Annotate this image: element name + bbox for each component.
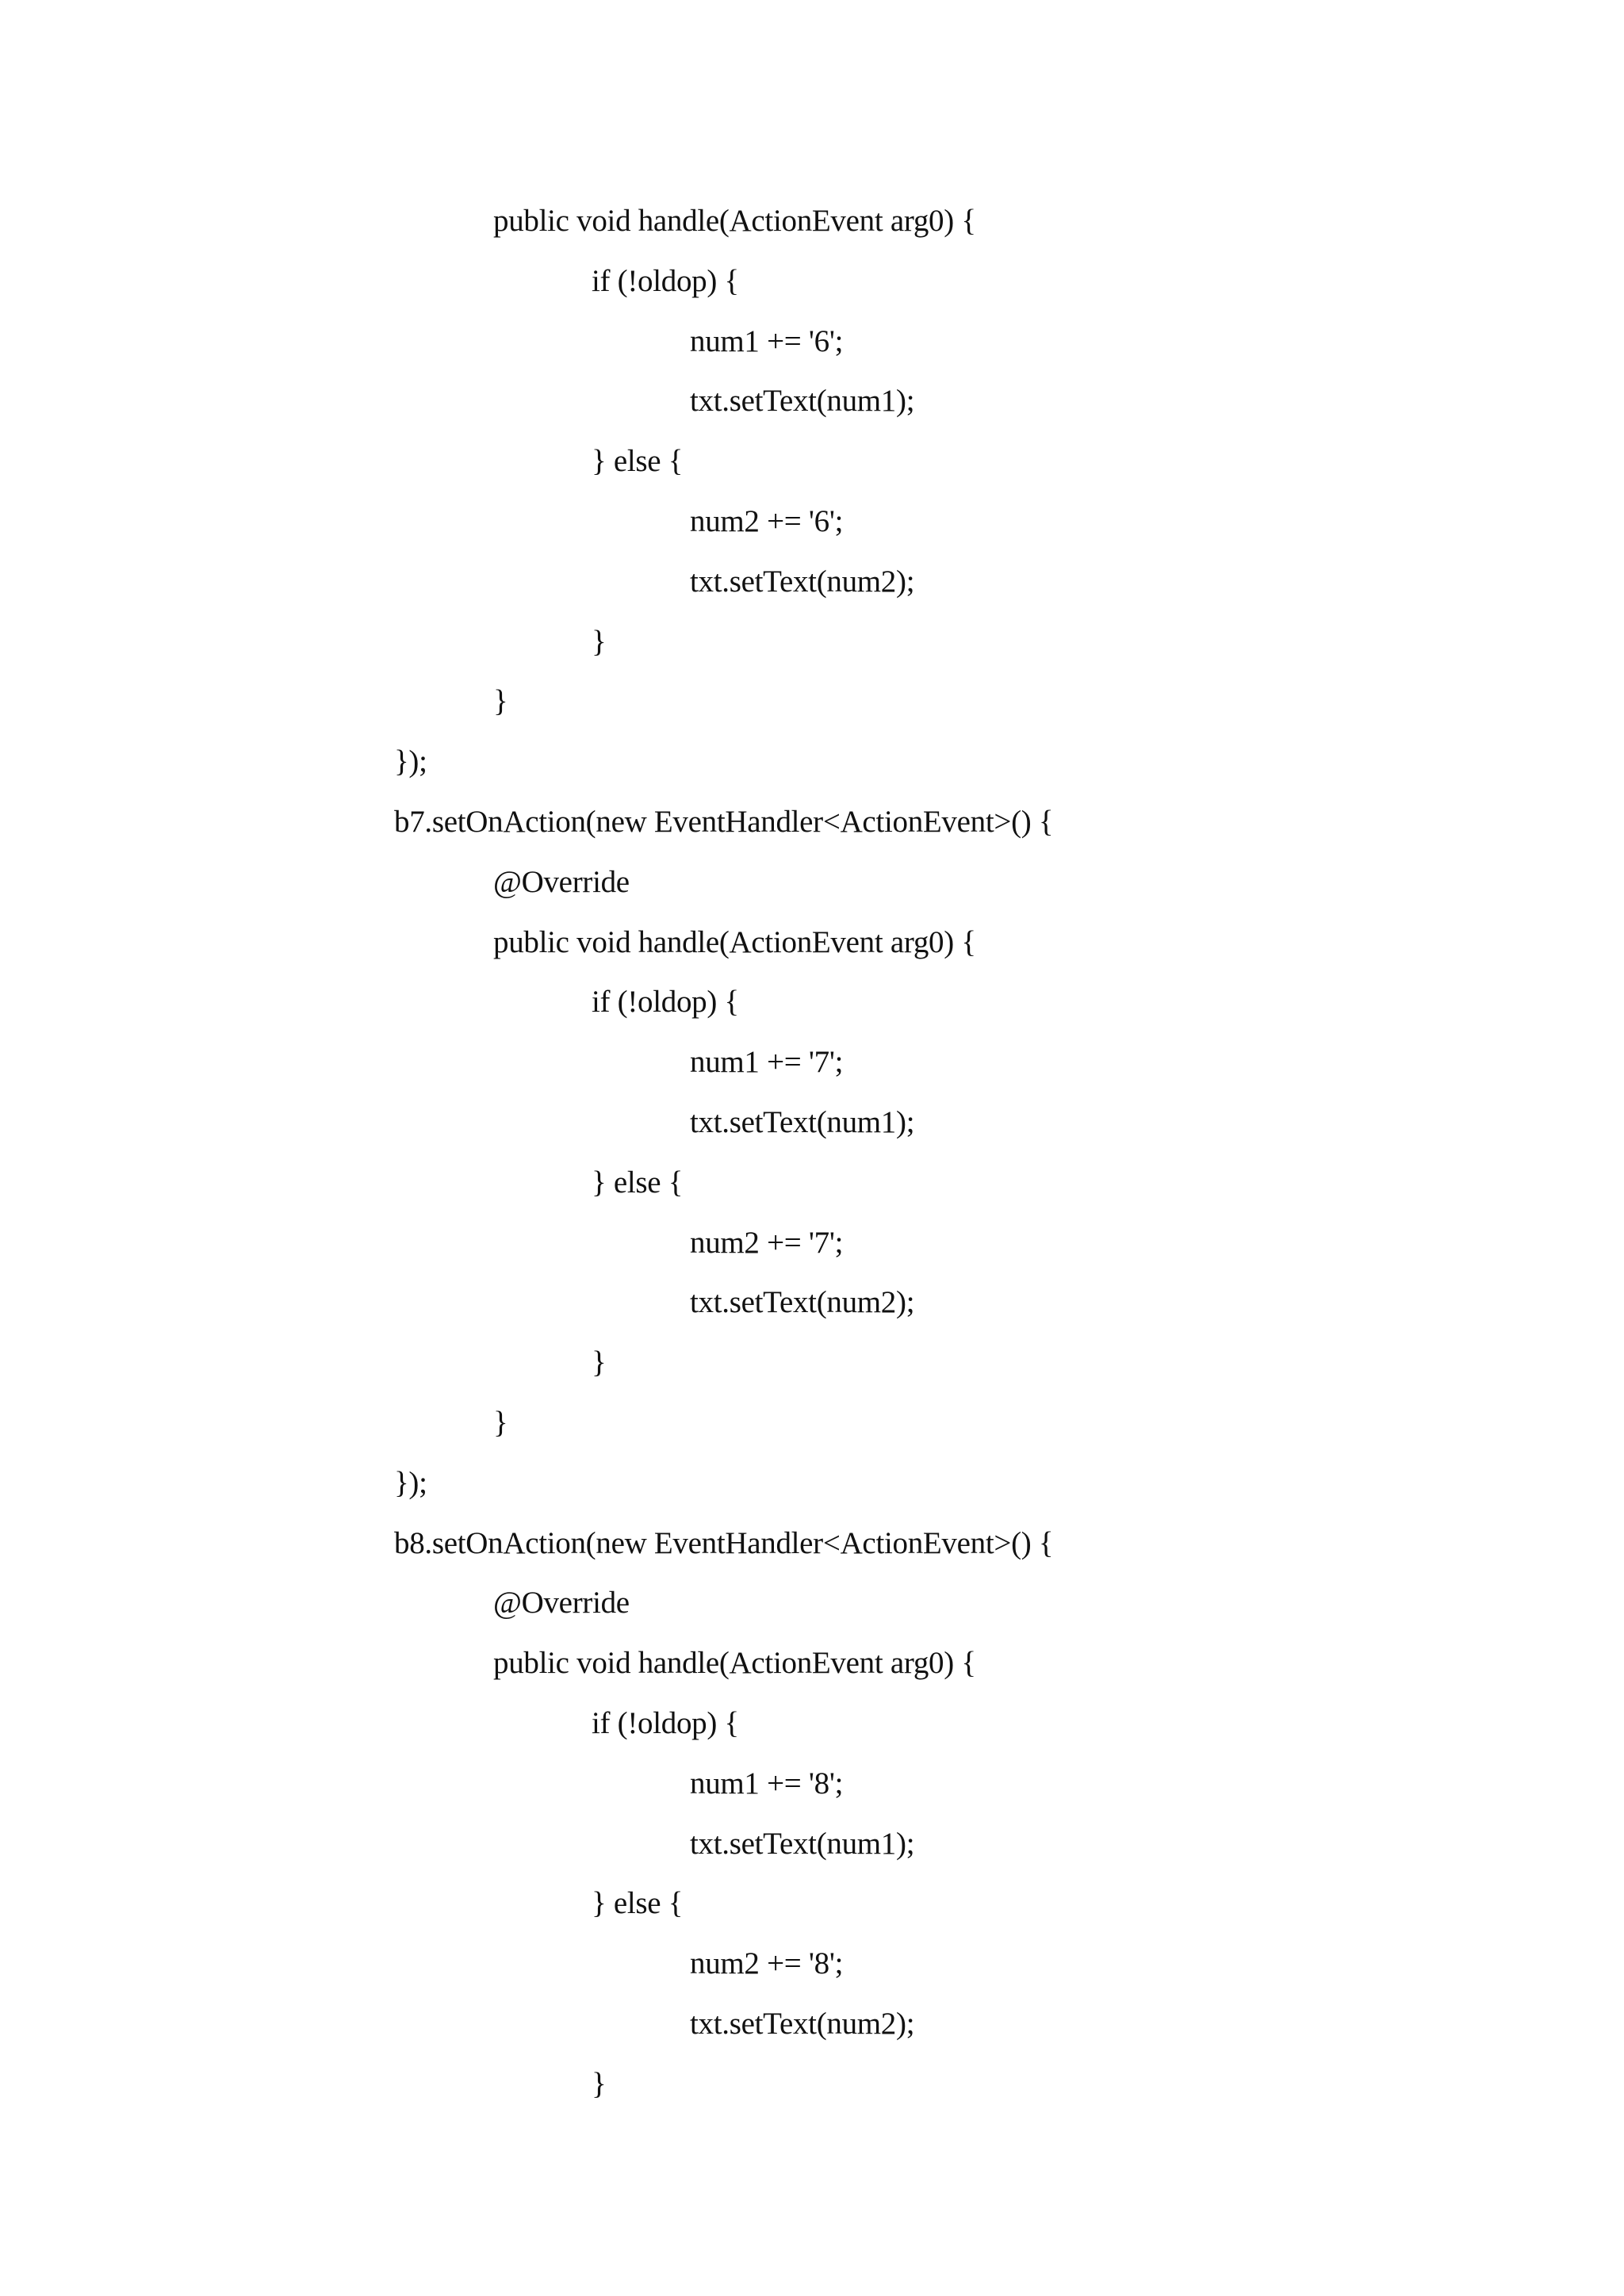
code-line: } else { — [592, 1165, 684, 1200]
code-line: num1 += '7'; — [690, 1045, 844, 1080]
code-line: num1 += '8'; — [690, 1766, 844, 1800]
code-line: } else { — [592, 444, 684, 479]
code-line: public void handle(ActionEvent arg0) { — [493, 924, 976, 959]
code-line: @Override — [493, 864, 630, 899]
code-line: if (!oldop) { — [592, 985, 739, 1020]
code-line: num2 += '6'; — [690, 503, 844, 538]
code-line: } — [493, 684, 508, 719]
code-line: txt.setText(num1); — [690, 1104, 915, 1139]
code-line: if (!oldop) { — [592, 1705, 739, 1740]
code-line: txt.setText(num2); — [690, 2006, 915, 2041]
code-line: }); — [394, 1465, 427, 1500]
code-line: txt.setText(num2); — [690, 1285, 915, 1320]
code-line: b8.setOnAction(new EventHandler<ActionEv… — [394, 1525, 1054, 1560]
code-line: } — [592, 624, 607, 659]
code-line: } else { — [592, 1886, 684, 1921]
code-line: num2 += '8'; — [690, 1946, 844, 1981]
code-line: }); — [394, 744, 427, 779]
code-line: public void handle(ActionEvent arg0) { — [493, 1646, 976, 1681]
code-line: txt.setText(num1); — [690, 384, 915, 419]
code-line: num2 += '7'; — [690, 1225, 844, 1260]
code-line: txt.setText(num1); — [690, 1826, 915, 1861]
code-line: txt.setText(num2); — [690, 564, 915, 599]
code-line: } — [592, 2066, 607, 2101]
code-line: } — [493, 1405, 508, 1440]
code-line: } — [592, 1345, 607, 1380]
code-line: @Override — [493, 1586, 630, 1621]
code-line: b7.setOnAction(new EventHandler<ActionEv… — [394, 804, 1054, 839]
code-line: public void handle(ActionEvent arg0) { — [493, 204, 976, 238]
code-line: if (!oldop) { — [592, 263, 739, 298]
code-line: num1 += '6'; — [690, 323, 844, 358]
code-listing: public void handle(ActionEvent arg0) { i… — [0, 191, 1624, 2114]
